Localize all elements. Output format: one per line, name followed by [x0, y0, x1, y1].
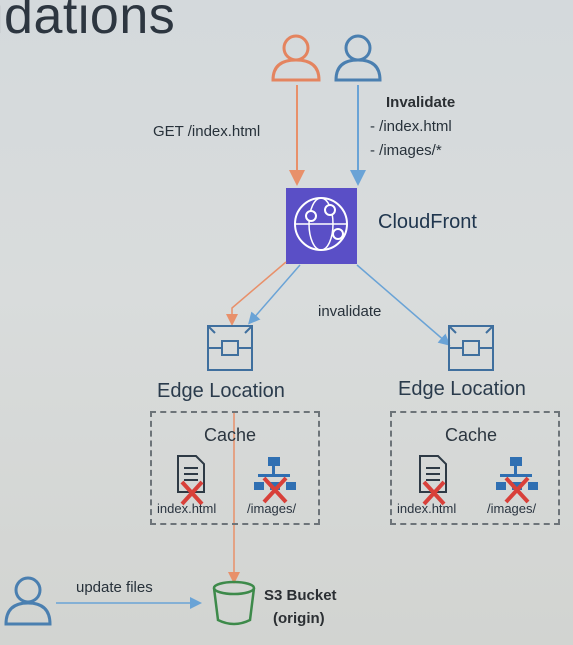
invalidate-path-1: - /index.html	[370, 118, 452, 135]
user-icon-invalidator	[334, 34, 382, 82]
cloudfront-label: CloudFront	[378, 211, 477, 233]
invalidate-path-2: - /images/*	[370, 142, 442, 159]
invalidate-heading: Invalidate	[386, 94, 456, 111]
invalidate-right-arrow	[356, 264, 451, 346]
invalidate-left-arrow	[248, 264, 301, 325]
document-icon-right	[419, 455, 447, 493]
edge-location-label-right: Edge Location	[398, 378, 526, 400]
document-icon-left	[177, 455, 205, 493]
edge-location-label-left: Edge Location	[157, 380, 285, 402]
update-files-label: update files	[76, 579, 153, 596]
file-label-index-left: index.html	[157, 501, 217, 516]
x-mark-icon-doc-right	[422, 480, 446, 506]
user-icon-requester	[271, 34, 321, 82]
invalidate-edge-label: invalidate	[318, 303, 382, 320]
hierarchy-icon-right	[496, 457, 538, 490]
s3-origin-label: (origin)	[273, 610, 325, 627]
file-label-images-left: /images/	[247, 501, 297, 516]
x-mark-icon-images-right	[504, 476, 530, 504]
cache-box-right	[390, 411, 560, 525]
get-request-label: GET /index.html	[153, 123, 261, 140]
file-label-images-right: /images/	[487, 501, 537, 516]
cloudfront-icon	[286, 188, 357, 264]
cache-label-right: Cache	[445, 425, 498, 445]
hierarchy-icon-left	[254, 457, 296, 490]
page-title: idations	[0, 0, 176, 45]
cache-label-left: Cache	[204, 425, 257, 445]
edge-location-icon-left	[207, 325, 253, 371]
get-to-edge-arrow	[226, 261, 287, 326]
s3-bucket-label: S3 Bucket	[264, 587, 337, 604]
edge-location-icon-right	[448, 325, 494, 371]
s3-bucket-icon	[212, 580, 256, 626]
user-icon-uploader	[4, 576, 52, 626]
x-mark-icon-doc-left	[180, 480, 204, 506]
cache-box-left	[150, 411, 320, 525]
file-label-index-right: index.html	[397, 501, 457, 516]
x-mark-icon-images-left	[262, 476, 288, 504]
